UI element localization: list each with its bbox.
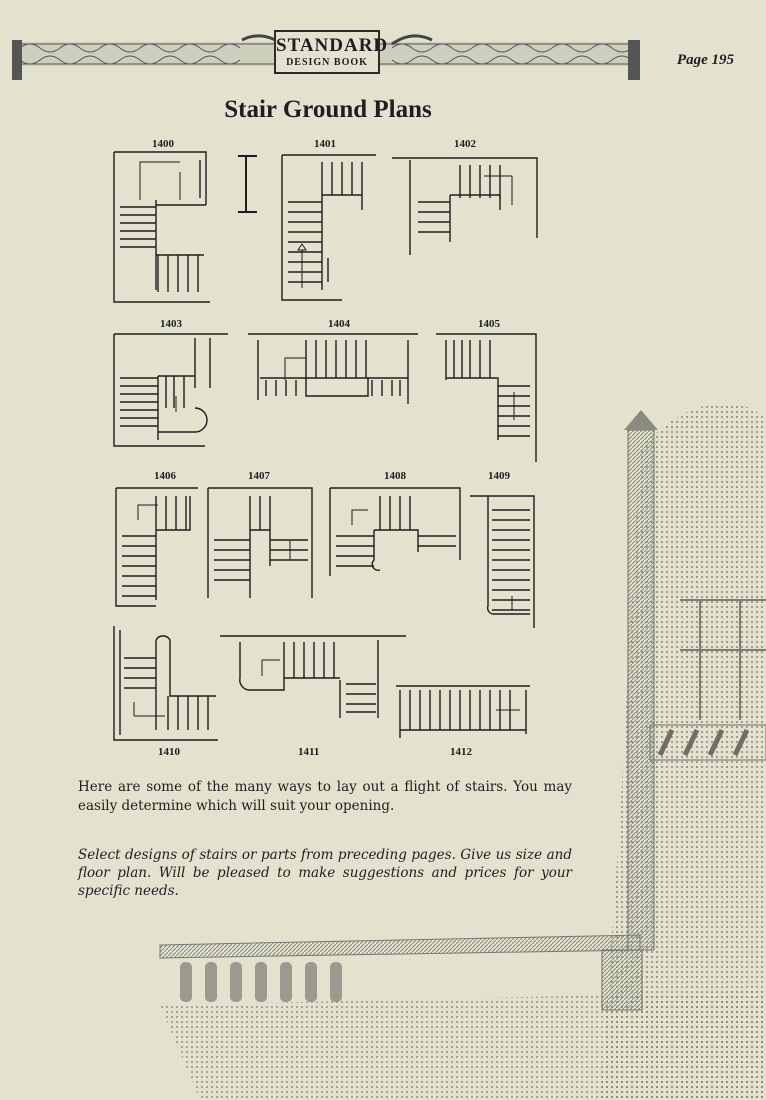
plan-label-1405: 1405 (478, 318, 500, 330)
plan-label-1410: 1410 (158, 746, 180, 758)
plan-1410 (113, 626, 218, 741)
plan-1411 (220, 635, 406, 718)
plan-1406 (115, 487, 198, 607)
plan-label-1400: 1400 (152, 138, 174, 150)
plan-label-1407: 1407 (248, 470, 270, 482)
plan-label-1409: 1409 (488, 470, 510, 482)
intro-paragraph: Here are some of the many ways to lay ou… (78, 779, 572, 814)
plan-1402 (392, 157, 538, 255)
plan-1412 (396, 685, 530, 738)
plan-label-1408: 1408 (384, 470, 406, 482)
plan-1403 (113, 333, 228, 447)
page-number: Page 195 (676, 52, 734, 68)
plan-1400 (113, 151, 257, 303)
page-title: Stair Ground Plans (224, 96, 432, 123)
plan-label-1401: 1401 (314, 138, 336, 150)
plan-1404 (248, 333, 418, 404)
plan-label-1402: 1402 (454, 138, 476, 150)
instructions-paragraph: Select designs of stairs or parts from p… (78, 847, 572, 899)
plan-label-1406: 1406 (154, 470, 176, 482)
logo-line-2: DESIGN BOOK (286, 57, 368, 68)
logo-line-1: STANDARD (276, 35, 389, 56)
plan-1408 (329, 487, 461, 576)
plan-1409 (470, 495, 535, 628)
plan-label-1412: 1412 (450, 746, 472, 758)
plan-1405 (436, 333, 537, 462)
standard-design-book-logo: STANDARD DESIGN BOOK (274, 30, 389, 74)
plan-1401 (281, 154, 376, 301)
plan-label-1403: 1403 (160, 318, 182, 330)
plan-label-1411: 1411 (298, 746, 320, 758)
plan-label-1404: 1404 (328, 318, 350, 330)
plan-1407 (207, 487, 313, 598)
